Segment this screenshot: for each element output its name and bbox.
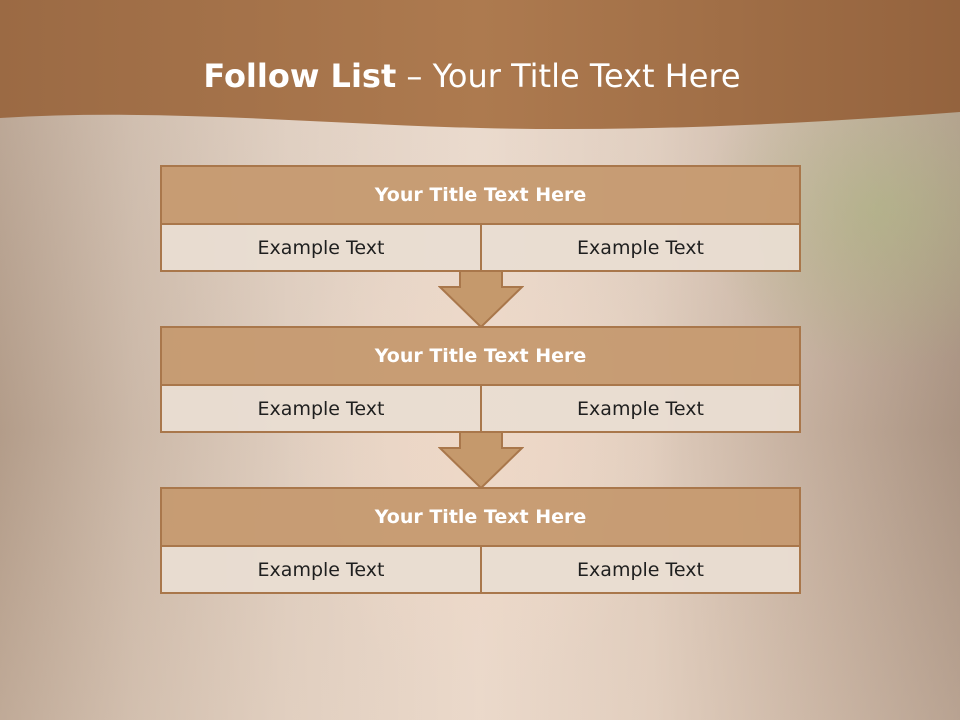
slide-title: Follow List – Your Title Text Here [0, 52, 944, 100]
step-box-3: Your Title Text Here Example Text Exampl… [160, 487, 801, 594]
step-cell-left: Example Text [162, 386, 482, 431]
step-cell-left: Example Text [162, 225, 482, 270]
step-title: Your Title Text Here [162, 167, 799, 225]
title-rest-part: – Your Title Text Here [396, 57, 741, 95]
header-banner [0, 0, 960, 130]
step-title: Your Title Text Here [162, 489, 799, 547]
step-cell-right: Example Text [482, 386, 799, 431]
step-cell-left: Example Text [162, 547, 482, 592]
down-arrow-icon [438, 431, 524, 490]
step-box-2: Your Title Text Here Example Text Exampl… [160, 326, 801, 433]
title-bold-part: Follow List [203, 57, 397, 95]
step-cell-right: Example Text [482, 225, 799, 270]
step-title: Your Title Text Here [162, 328, 799, 386]
down-arrow-icon [438, 270, 524, 329]
step-cell-right: Example Text [482, 547, 799, 592]
step-box-1: Your Title Text Here Example Text Exampl… [160, 165, 801, 272]
